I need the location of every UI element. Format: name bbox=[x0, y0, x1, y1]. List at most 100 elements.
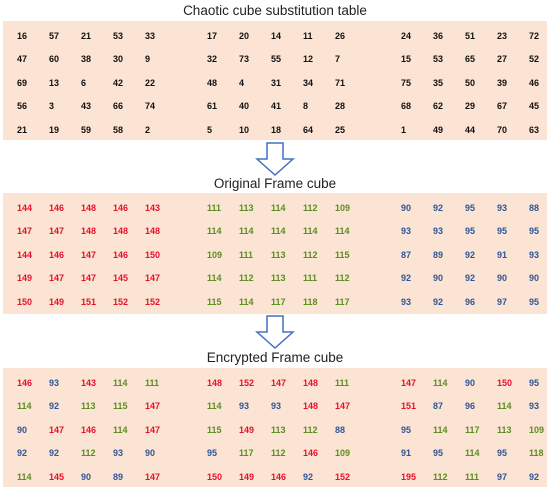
table-cell: 152 bbox=[239, 378, 255, 388]
table-cell: 112 bbox=[335, 273, 350, 284]
table-cell: 18 bbox=[271, 124, 282, 135]
table-cell: 34 bbox=[303, 77, 314, 88]
table-cell: 152 bbox=[113, 296, 129, 307]
table-cell: 90 bbox=[529, 273, 540, 284]
table-cell: 147 bbox=[17, 226, 33, 237]
table-cell: 49 bbox=[433, 124, 444, 135]
table-cell: 40 bbox=[239, 101, 250, 112]
table-cell: 46 bbox=[529, 77, 540, 88]
table-cell: 152 bbox=[335, 471, 351, 482]
table-cell: 53 bbox=[113, 31, 124, 41]
table-cell: 63 bbox=[529, 124, 540, 135]
table-cell: 117 bbox=[239, 448, 254, 459]
table-cell: 113 bbox=[239, 203, 254, 213]
table-cell: 117 bbox=[465, 424, 480, 435]
table-cell: 112 bbox=[303, 203, 318, 213]
table-cell: 114 bbox=[113, 378, 128, 388]
table-cell: 114 bbox=[497, 401, 512, 412]
table-cell: 147 bbox=[401, 378, 417, 388]
table-cell: 95 bbox=[529, 378, 540, 388]
table-cell: 53 bbox=[433, 54, 444, 65]
table-cell: 20 bbox=[239, 31, 250, 41]
table-cell: 21 bbox=[17, 124, 28, 135]
table-cell: 149 bbox=[239, 424, 255, 435]
table-cell: 92 bbox=[465, 273, 476, 284]
table-cell: 113 bbox=[271, 249, 286, 260]
table-cell: 55 bbox=[271, 54, 282, 65]
table-cell: 11 bbox=[303, 31, 313, 41]
table-cell: 151 bbox=[401, 401, 417, 412]
table-cell: 148 bbox=[303, 401, 319, 412]
table-cell: 87 bbox=[401, 249, 412, 260]
table-cell: 33 bbox=[145, 31, 156, 41]
table-cell: 150 bbox=[145, 249, 161, 260]
table-cell: 152 bbox=[145, 296, 161, 307]
table-cell: 146 bbox=[113, 203, 129, 213]
table-cell: 92 bbox=[17, 448, 28, 459]
table-cell: 24 bbox=[401, 31, 412, 41]
table-cell: 12 bbox=[303, 54, 314, 65]
table-cell: 109 bbox=[207, 249, 223, 260]
table-cell: 93 bbox=[433, 226, 444, 237]
table-cell: 92 bbox=[49, 448, 60, 459]
table-cell: 30 bbox=[113, 54, 124, 65]
table-cell: 4 bbox=[239, 77, 245, 88]
table-cell: 90 bbox=[17, 424, 28, 435]
table-cell: 44 bbox=[465, 124, 476, 135]
table-cell: 22 bbox=[145, 77, 156, 88]
table-cell: 145 bbox=[49, 471, 65, 482]
table-cell: 96 bbox=[465, 296, 476, 307]
table-cell: 114 bbox=[271, 226, 286, 237]
table-cell: 93 bbox=[239, 401, 250, 412]
table-cell: 111 bbox=[207, 203, 222, 213]
table-cell: 41 bbox=[271, 101, 282, 112]
table-cell: 66 bbox=[113, 101, 124, 112]
table-cell: 146 bbox=[17, 378, 33, 388]
table-cell: 146 bbox=[49, 203, 65, 213]
table-cell: 111 bbox=[303, 273, 318, 284]
table-cell: 91 bbox=[401, 448, 412, 459]
table-cell: 97 bbox=[497, 471, 508, 482]
table-cell: 112 bbox=[271, 448, 286, 459]
table-cell: 150 bbox=[17, 296, 33, 307]
table-cell: 64 bbox=[303, 124, 314, 135]
table-cell: 92 bbox=[529, 471, 540, 482]
table-cell: 114 bbox=[17, 401, 32, 412]
table-cell: 90 bbox=[145, 448, 156, 459]
table-cell: 95 bbox=[529, 226, 540, 237]
table-cell: 93 bbox=[529, 249, 540, 260]
table-cell: 42 bbox=[113, 77, 124, 88]
table-cell: 147 bbox=[81, 249, 97, 260]
table-cell: 145 bbox=[113, 273, 129, 284]
table-cell: 92 bbox=[303, 471, 314, 482]
table-cell: 113 bbox=[497, 424, 512, 435]
table-cell: 118 bbox=[303, 296, 318, 307]
table-cell: 2 bbox=[145, 124, 151, 135]
table-cell: 95 bbox=[529, 296, 540, 307]
table-cell: 95 bbox=[207, 448, 218, 459]
table-cell: 16 bbox=[17, 31, 28, 41]
table-cell: 143 bbox=[81, 378, 97, 388]
table-cell: 114 bbox=[239, 296, 254, 307]
table-cell: 93 bbox=[497, 203, 508, 213]
table-cell: 147 bbox=[145, 401, 161, 412]
table-cell: 23 bbox=[497, 31, 508, 41]
table-cell: 114 bbox=[239, 226, 254, 237]
table-cell: 114 bbox=[207, 401, 222, 412]
table-cell: 38 bbox=[81, 54, 92, 65]
table-cell: 92 bbox=[465, 249, 476, 260]
table-cell: 113 bbox=[271, 273, 286, 284]
table-cell: 144 bbox=[17, 203, 33, 213]
table-cell: 13 bbox=[49, 77, 60, 88]
table-cell: 92 bbox=[433, 203, 444, 213]
table-cell: 114 bbox=[335, 226, 350, 237]
table-cell: 147 bbox=[145, 424, 161, 435]
table-cell: 61 bbox=[207, 101, 218, 112]
table-cell: 62 bbox=[433, 101, 444, 112]
table-cell: 146 bbox=[271, 471, 287, 482]
table-cell: 95 bbox=[465, 203, 476, 213]
table-cell: 146 bbox=[81, 424, 97, 435]
table-cell: 93 bbox=[271, 401, 282, 412]
